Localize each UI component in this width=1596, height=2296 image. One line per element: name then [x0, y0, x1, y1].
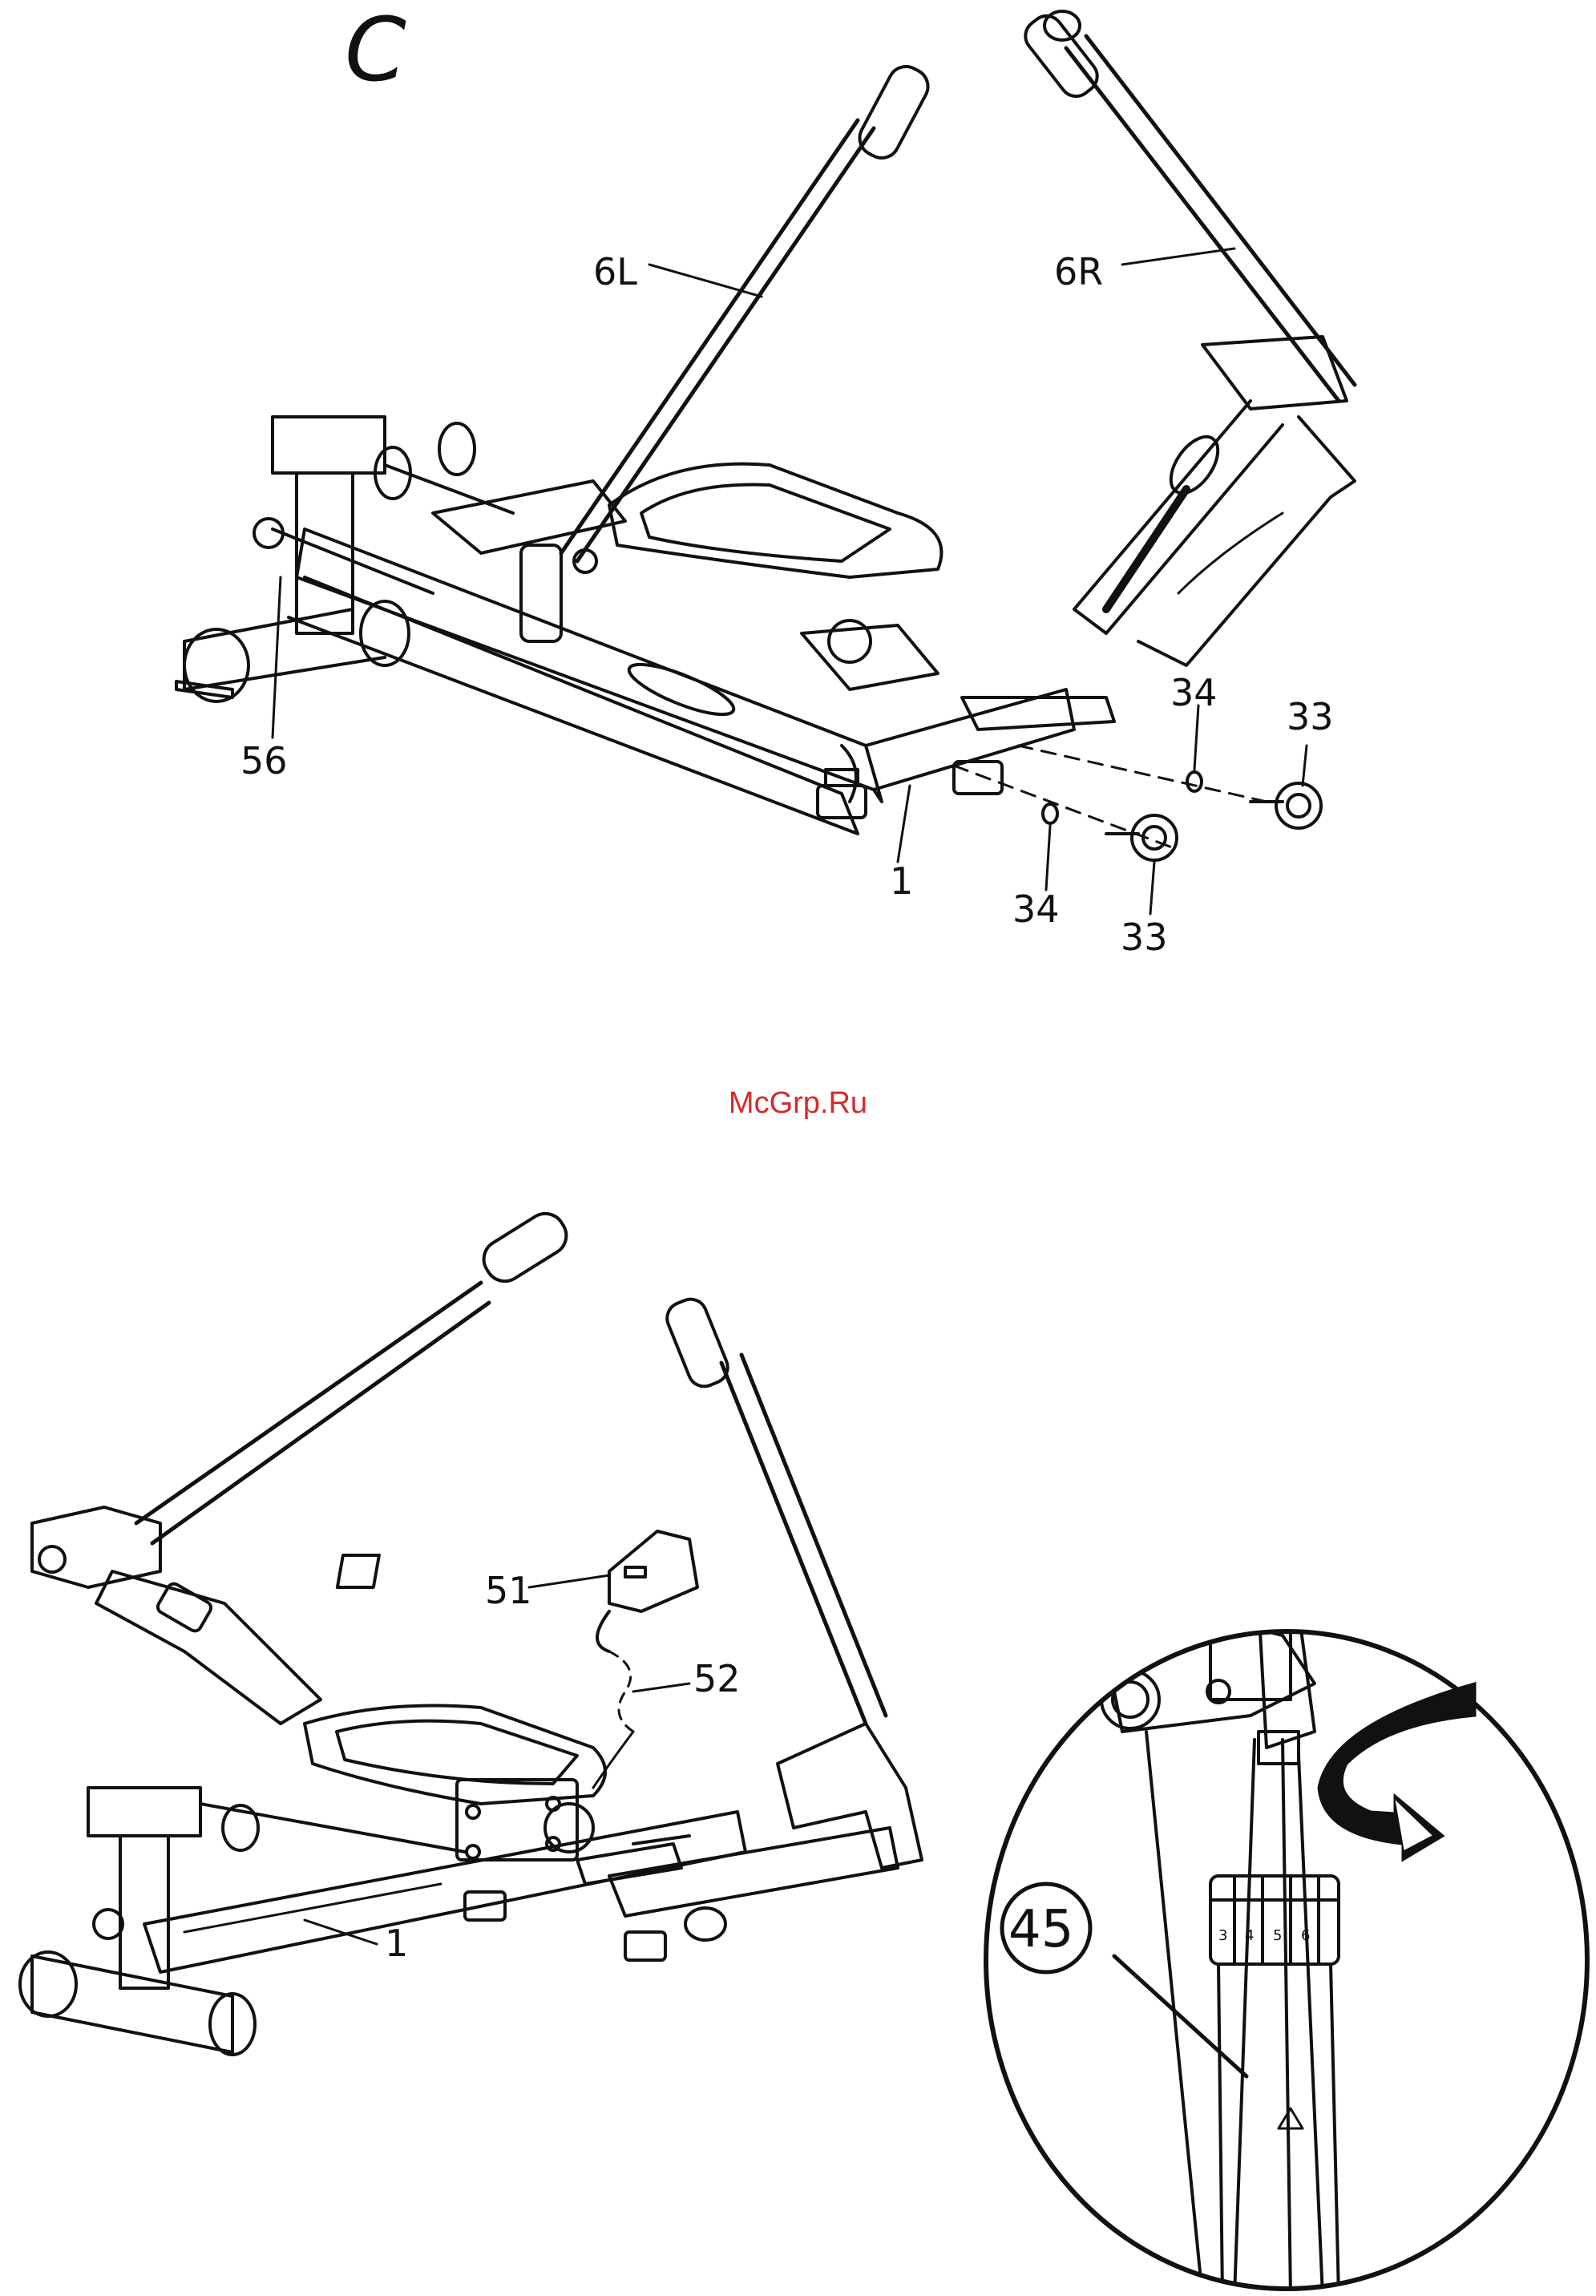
- callout-56: 56: [240, 739, 288, 782]
- main-rail-bottom: [144, 1812, 745, 1972]
- left-lever-bottom: [32, 1207, 573, 1587]
- rower-illustration-top: [176, 10, 1355, 860]
- watermark: McGrp.Ru: [0, 1086, 1596, 1121]
- main-frame-rail: [289, 529, 1074, 834]
- resistance-dial[interactable]: [1210, 1876, 1339, 1964]
- dial-number-6: 6: [1301, 1927, 1310, 1944]
- seat-carriage: [457, 1780, 593, 1860]
- callout-34-right: 34: [1170, 671, 1218, 714]
- right-arm-assembly: [1074, 337, 1355, 665]
- washer-34-right: [1187, 772, 1202, 791]
- knob-33-left: [1106, 815, 1177, 860]
- callout-6r: 6R: [1054, 250, 1103, 293]
- rower-illustration-bottom: [20, 1207, 922, 2055]
- arm-collar: [156, 1582, 213, 1634]
- callout-33-left: 33: [1121, 916, 1168, 959]
- callout-1-bottom: 1: [385, 1922, 408, 1965]
- callout-1-top: 1: [890, 859, 913, 903]
- dial-indicator-triangle: [1279, 2108, 1303, 2128]
- washer-34-left: [1043, 804, 1057, 823]
- callout-52: 52: [693, 1657, 741, 1700]
- right-lever-6r: [1019, 10, 1355, 401]
- front-stabilizer: [176, 417, 513, 701]
- detail-magnifier: 3 4 5 6 45: [986, 1603, 1587, 2296]
- bottom-leader-lines: [305, 1575, 689, 1944]
- seat-bottom: [305, 1706, 605, 1805]
- arm-link-bottom: [96, 1571, 321, 1724]
- callout-51: 51: [485, 1569, 532, 1612]
- callout-34-left: 34: [1012, 887, 1060, 931]
- seat: [609, 464, 941, 577]
- part-number-45: 45: [1008, 1900, 1073, 1959]
- right-lever-bottom: [662, 1295, 922, 1868]
- rotate-arrow-icon: [1319, 1684, 1475, 1860]
- wire-tail: [593, 1732, 633, 1788]
- callout-33-right: 33: [1287, 695, 1334, 738]
- step-letter: C: [345, 0, 406, 101]
- callout-6l: 6L: [593, 250, 637, 293]
- knob-33-right: [1251, 783, 1321, 828]
- dial-number-5: 5: [1273, 1927, 1282, 1944]
- sensor-wire-52: [609, 1651, 633, 1732]
- dial-number-3: 3: [1218, 1927, 1227, 1944]
- rear-stabilizer-bottom: [465, 1828, 898, 1960]
- dial-number-4: 4: [1245, 1927, 1254, 1944]
